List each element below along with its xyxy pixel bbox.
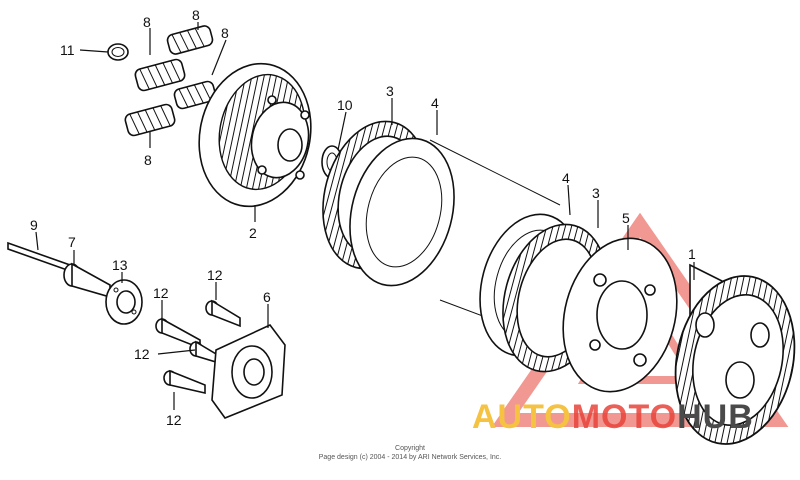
- label-part-8b: 8: [192, 7, 200, 23]
- label-part-11: 11: [60, 42, 75, 58]
- copyright-line-2: Page design (c) 2004 - 2014 by ARI Netwo…: [318, 454, 502, 461]
- lifter-piece-part: [63, 262, 111, 299]
- label-part-6: 6: [263, 289, 271, 305]
- lifter-plate-part: [211, 324, 286, 419]
- bolt-part-4: [163, 369, 206, 395]
- label-part-4b: 4: [562, 170, 570, 186]
- clutch-plate-part-1: [349, 137, 455, 287]
- watermark-text: AUTOMOTOHUB: [472, 398, 754, 437]
- label-part-7: 7: [68, 234, 76, 250]
- label-part-8a: 8: [143, 14, 151, 30]
- bearing-part: [105, 279, 143, 325]
- label-part-10: 10: [337, 97, 353, 113]
- label-part-2: 2: [249, 225, 257, 241]
- label-part-12c: 12: [134, 346, 150, 362]
- clutch-outer-part: [674, 263, 796, 445]
- bolt-part-1: [205, 299, 241, 328]
- label-part-8d: 8: [144, 152, 152, 168]
- label-part-12b: 12: [153, 285, 169, 301]
- clutch-center-part: [562, 237, 678, 393]
- spring-part-2: [134, 58, 186, 92]
- label-part-9: 9: [30, 217, 38, 233]
- pressure-plate-part: [198, 62, 312, 208]
- watermark-part-hub: HUB: [677, 398, 754, 436]
- copyright-line-1: Copyright: [395, 445, 425, 452]
- part-labels: 11 8 8 8 8 2 10 3 4 4 3 5 1 9 7 13 12 12…: [30, 7, 696, 428]
- label-part-12d: 12: [166, 412, 182, 428]
- lifter-rod-part: [7, 241, 71, 273]
- label-part-4a: 4: [431, 95, 439, 111]
- bolt-part-3: [189, 340, 217, 364]
- spring-part-4: [124, 103, 176, 137]
- spring-part-1: [166, 25, 214, 55]
- label-part-5: 5: [622, 210, 630, 226]
- label-part-12a: 12: [207, 267, 223, 283]
- label-part-3b: 3: [592, 185, 600, 201]
- snap-ring-part: [107, 43, 129, 61]
- label-part-3a: 3: [386, 83, 394, 99]
- watermark-part-auto: AUTO: [472, 398, 572, 436]
- leader-lines: [35, 22, 695, 410]
- copyright-notice: Copyright Page design (c) 2004 - 2014 by…: [300, 444, 520, 462]
- watermark-part-moto: MOTO: [571, 398, 678, 436]
- spring-part-3: [173, 80, 217, 110]
- label-part-1: 1: [688, 246, 696, 262]
- label-part-8c: 8: [221, 25, 229, 41]
- label-part-13: 13: [112, 257, 128, 273]
